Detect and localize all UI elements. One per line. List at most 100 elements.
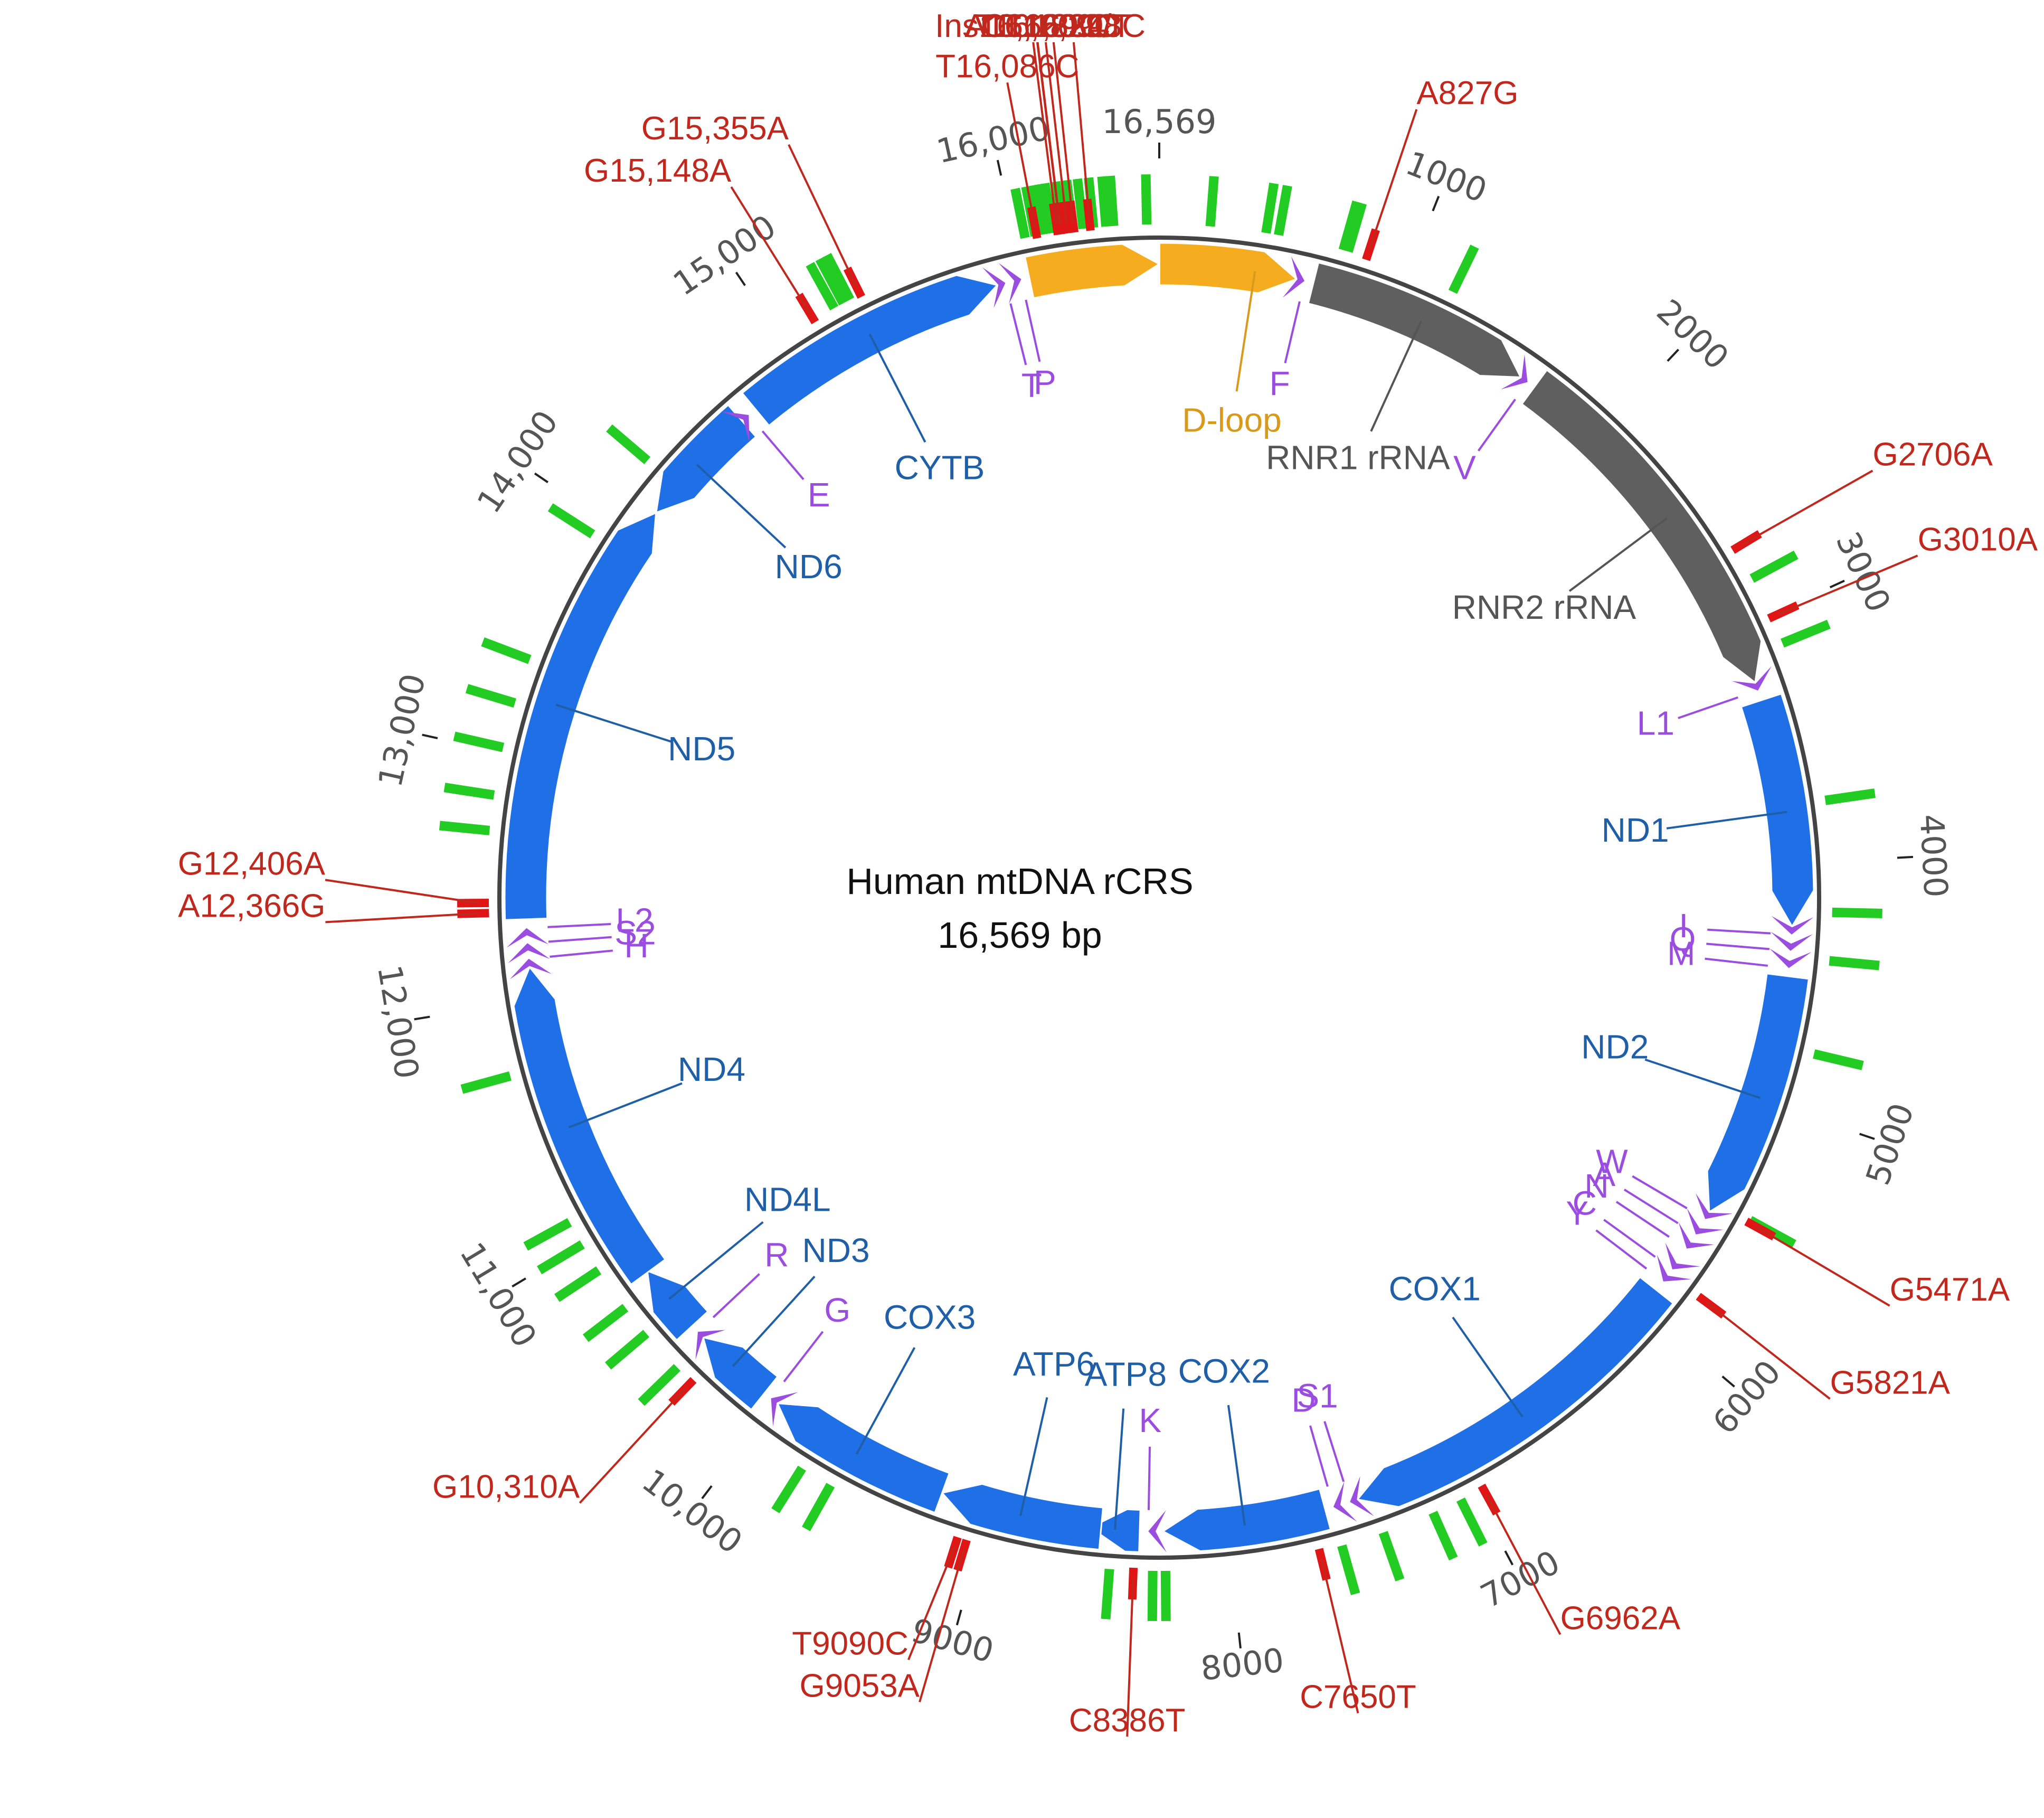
- trna-e-label: E: [808, 476, 830, 514]
- trna-leader: [548, 936, 612, 943]
- polymorphism-mark: [815, 257, 848, 306]
- variant-labels: A827GG2706AG3010AG5471AG5821AG6962AC7650…: [178, 8, 2038, 1739]
- polymorphism-mark: [1428, 1511, 1458, 1561]
- map-title: Human mtDNA rCRS: [846, 861, 1193, 902]
- trna-n-label: N: [1584, 1167, 1608, 1205]
- variant-label: G10,310A: [432, 1468, 580, 1505]
- variant-leader: [1052, 42, 1074, 222]
- trna-i-feature: [1771, 916, 1814, 935]
- tick-mark: [735, 271, 746, 286]
- tick-label: 16,569: [1102, 102, 1217, 141]
- trna-v-label: V: [1453, 448, 1476, 486]
- polymorphism-mark: [1035, 183, 1053, 235]
- tick-mark: [422, 733, 438, 740]
- nd6-label: ND6: [775, 548, 843, 586]
- variant-label: G15,355A: [641, 110, 789, 147]
- cytb-label: CYTB: [895, 449, 985, 487]
- feature-leader: [732, 1276, 816, 1367]
- trna-n-feature: [1678, 1222, 1715, 1249]
- nd6-feature: [655, 403, 758, 514]
- feature-leader: [568, 1082, 683, 1128]
- variant-leader: [1006, 82, 1037, 228]
- rnr1-rrna-feature: [1307, 261, 1522, 379]
- trna-leader: [1309, 1425, 1329, 1487]
- polymorphism-mark: [1456, 1497, 1488, 1547]
- polymorphism-mark: [1205, 176, 1219, 227]
- variant-label: G6962A: [1560, 1600, 1681, 1636]
- trna-y-feature: [1657, 1255, 1691, 1282]
- polymorphism-mark: [1147, 1570, 1158, 1622]
- polymorphism-mark: [554, 1266, 602, 1302]
- trna-i-label: I: [1679, 907, 1688, 945]
- trna-a-feature: [1687, 1208, 1724, 1235]
- feature-leader: [868, 333, 926, 443]
- variant-leader: [788, 144, 858, 288]
- tick-mark: [1667, 348, 1679, 362]
- polymorphism-mark: [1448, 244, 1479, 294]
- cytb-feature: [741, 274, 999, 427]
- polymorphism-mark: [439, 821, 490, 835]
- trna-c-label: C: [1573, 1184, 1597, 1222]
- variant-label: A827G: [1416, 75, 1518, 111]
- trna-leader: [1603, 1219, 1656, 1258]
- trna-t-label: T: [1021, 366, 1042, 404]
- trna-w-feature: [1696, 1193, 1733, 1219]
- variant-label: T9090C: [792, 1625, 909, 1662]
- variant-label: C16,234T: [982, 8, 1125, 44]
- nd5-label: ND5: [668, 730, 735, 768]
- polymorphism-mark: [1813, 1049, 1864, 1070]
- trna-k-feature: [1148, 1510, 1167, 1552]
- nd2-feature: [1706, 973, 1810, 1213]
- polymorphism-mark: [537, 1240, 585, 1275]
- trna-a-label: A: [1593, 1155, 1615, 1193]
- atp6-feature: [940, 1483, 1104, 1551]
- atp8-feature: [1089, 1508, 1141, 1553]
- feature-leader: [1452, 1316, 1523, 1418]
- nd5-feature: [504, 511, 657, 921]
- variant-leader: [325, 879, 479, 905]
- genome-features: [504, 242, 1815, 1553]
- variant-leader: [1320, 1559, 1359, 1713]
- d-loop-feature: [1158, 242, 1298, 294]
- trna-s2-feature: [508, 943, 550, 964]
- polymorphism-mark: [523, 1218, 572, 1251]
- rnr2-rrna-label: RNR2 rRNA: [1452, 588, 1636, 626]
- tick-label: 9000: [907, 1611, 998, 1671]
- polymorphism-mark: [547, 503, 595, 539]
- cox1-label: COX1: [1389, 1270, 1481, 1308]
- variant-label: A16,182C: [964, 8, 1110, 44]
- trna-p-feature: [998, 262, 1021, 304]
- tick-mark: [1859, 1133, 1875, 1140]
- polymorphism-mark: [1780, 619, 1831, 648]
- tick-mark: [1504, 1550, 1514, 1566]
- trna-leader: [550, 949, 613, 958]
- trna-v-feature: [1501, 354, 1528, 390]
- tick-label: 15,000: [666, 207, 783, 303]
- polymorphism-mark: [771, 1465, 806, 1513]
- tick-mark: [1897, 855, 1914, 859]
- feature-leader: [1644, 1058, 1761, 1099]
- tick-label: 6000: [1705, 1353, 1789, 1442]
- rnr1-rrna-label: RNR1 rRNA: [1266, 438, 1450, 476]
- trna-leader: [547, 922, 611, 928]
- polymorphism-mark: [1261, 182, 1279, 234]
- trna-c-feature: [1665, 1242, 1700, 1269]
- nd1-feature: [1740, 692, 1815, 928]
- polymorphism-mark: [1073, 178, 1088, 230]
- variant-label: G2706A: [1872, 436, 1993, 473]
- variant-leader: [1044, 42, 1068, 223]
- variant-label: C7650T: [1300, 1679, 1416, 1715]
- cox1-feature: [1356, 1276, 1674, 1508]
- trna-m-label: M: [1667, 935, 1695, 973]
- trna-features: [506, 256, 1814, 1552]
- cox2-feature: [1161, 1487, 1332, 1552]
- trna-leader: [1147, 1446, 1151, 1510]
- polymorphism-mark: [582, 1304, 629, 1342]
- polymorphism-mark: [1105, 175, 1119, 227]
- polymorphism-mark: [806, 261, 839, 310]
- nd4l-label: ND4L: [744, 1180, 831, 1218]
- trna-p-label: P: [1034, 363, 1056, 401]
- trna-w-label: W: [1596, 1143, 1628, 1181]
- trna-leader: [1477, 399, 1516, 451]
